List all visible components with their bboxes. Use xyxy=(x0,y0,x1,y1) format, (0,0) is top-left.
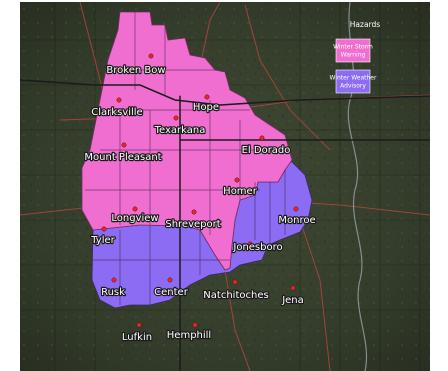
city-marker-homer xyxy=(234,177,240,183)
city-label-rusk: Rusk xyxy=(101,287,125,298)
city-marker-natchitoches xyxy=(232,279,238,285)
state-borders xyxy=(19,79,431,371)
city-marker-longview xyxy=(132,206,138,212)
city-marker-hope xyxy=(204,94,210,100)
mississippi-river xyxy=(347,1,367,371)
city-label-texarkana: Texarkana xyxy=(154,125,206,136)
right-margin xyxy=(430,0,448,371)
city-marker-center xyxy=(167,277,173,283)
legend-swatch-warning xyxy=(335,38,371,63)
city-marker-clarksville xyxy=(116,97,122,103)
city-marker-monroe xyxy=(293,206,299,212)
city-label-broken-bow: Broken Bow xyxy=(106,65,165,76)
city-label-clarksville: Clarksville xyxy=(91,107,142,118)
city-marker-el-dorado xyxy=(259,135,265,141)
city-marker-lufkin xyxy=(136,322,142,328)
city-marker-shreveport xyxy=(191,209,197,215)
city-label-longview: Longview xyxy=(111,213,158,224)
left-margin xyxy=(0,0,20,371)
legend-swatch-advisory xyxy=(335,69,371,94)
legend-title: Hazards xyxy=(350,20,380,29)
city-label-homer: Homer xyxy=(223,186,258,197)
city-label-jonesboro: Jonesboro xyxy=(232,242,282,253)
city-label-jena: Jena xyxy=(281,295,304,306)
legend-label-advisory-line1: Winter Weather xyxy=(330,75,377,82)
city-label-monroe: Monroe xyxy=(278,215,315,226)
warning-region xyxy=(81,11,293,271)
city-label-hemphill: Hemphill xyxy=(167,330,211,341)
city-marker-mount-pleasant xyxy=(121,142,127,148)
legend-label-warning-line1: Winter Storm xyxy=(333,44,373,51)
city-marker-jonesboro xyxy=(247,241,253,247)
legend: Hazards Winter Storm Warning Winter Weat… xyxy=(330,20,380,94)
city-marker-hemphill xyxy=(192,322,198,328)
city-label-natchitoches: Natchitoches xyxy=(203,290,268,301)
city-label-center: Center xyxy=(154,287,189,298)
city-label-hope: Hope xyxy=(193,102,219,113)
city-marker-broken-bow xyxy=(148,53,154,59)
city-marker-texarkana xyxy=(173,115,179,121)
city-label-lufkin: Lufkin xyxy=(122,332,152,343)
city-label-shreveport: Shreveport xyxy=(165,219,220,230)
legend-label-advisory-line2: Advisory xyxy=(340,83,366,90)
region-county-borders xyxy=(85,12,286,305)
city-marker-jena xyxy=(290,285,296,291)
legend-label-warning-line2: Warning xyxy=(341,52,366,59)
city-marker-rusk xyxy=(111,277,117,283)
city-label-el-dorado: El Dorado xyxy=(242,145,291,156)
city-label-tyler: Tyler xyxy=(90,235,115,246)
city-marker-tyler xyxy=(101,226,107,232)
city-label-mount-pleasant: Mount Pleasant xyxy=(84,152,161,163)
